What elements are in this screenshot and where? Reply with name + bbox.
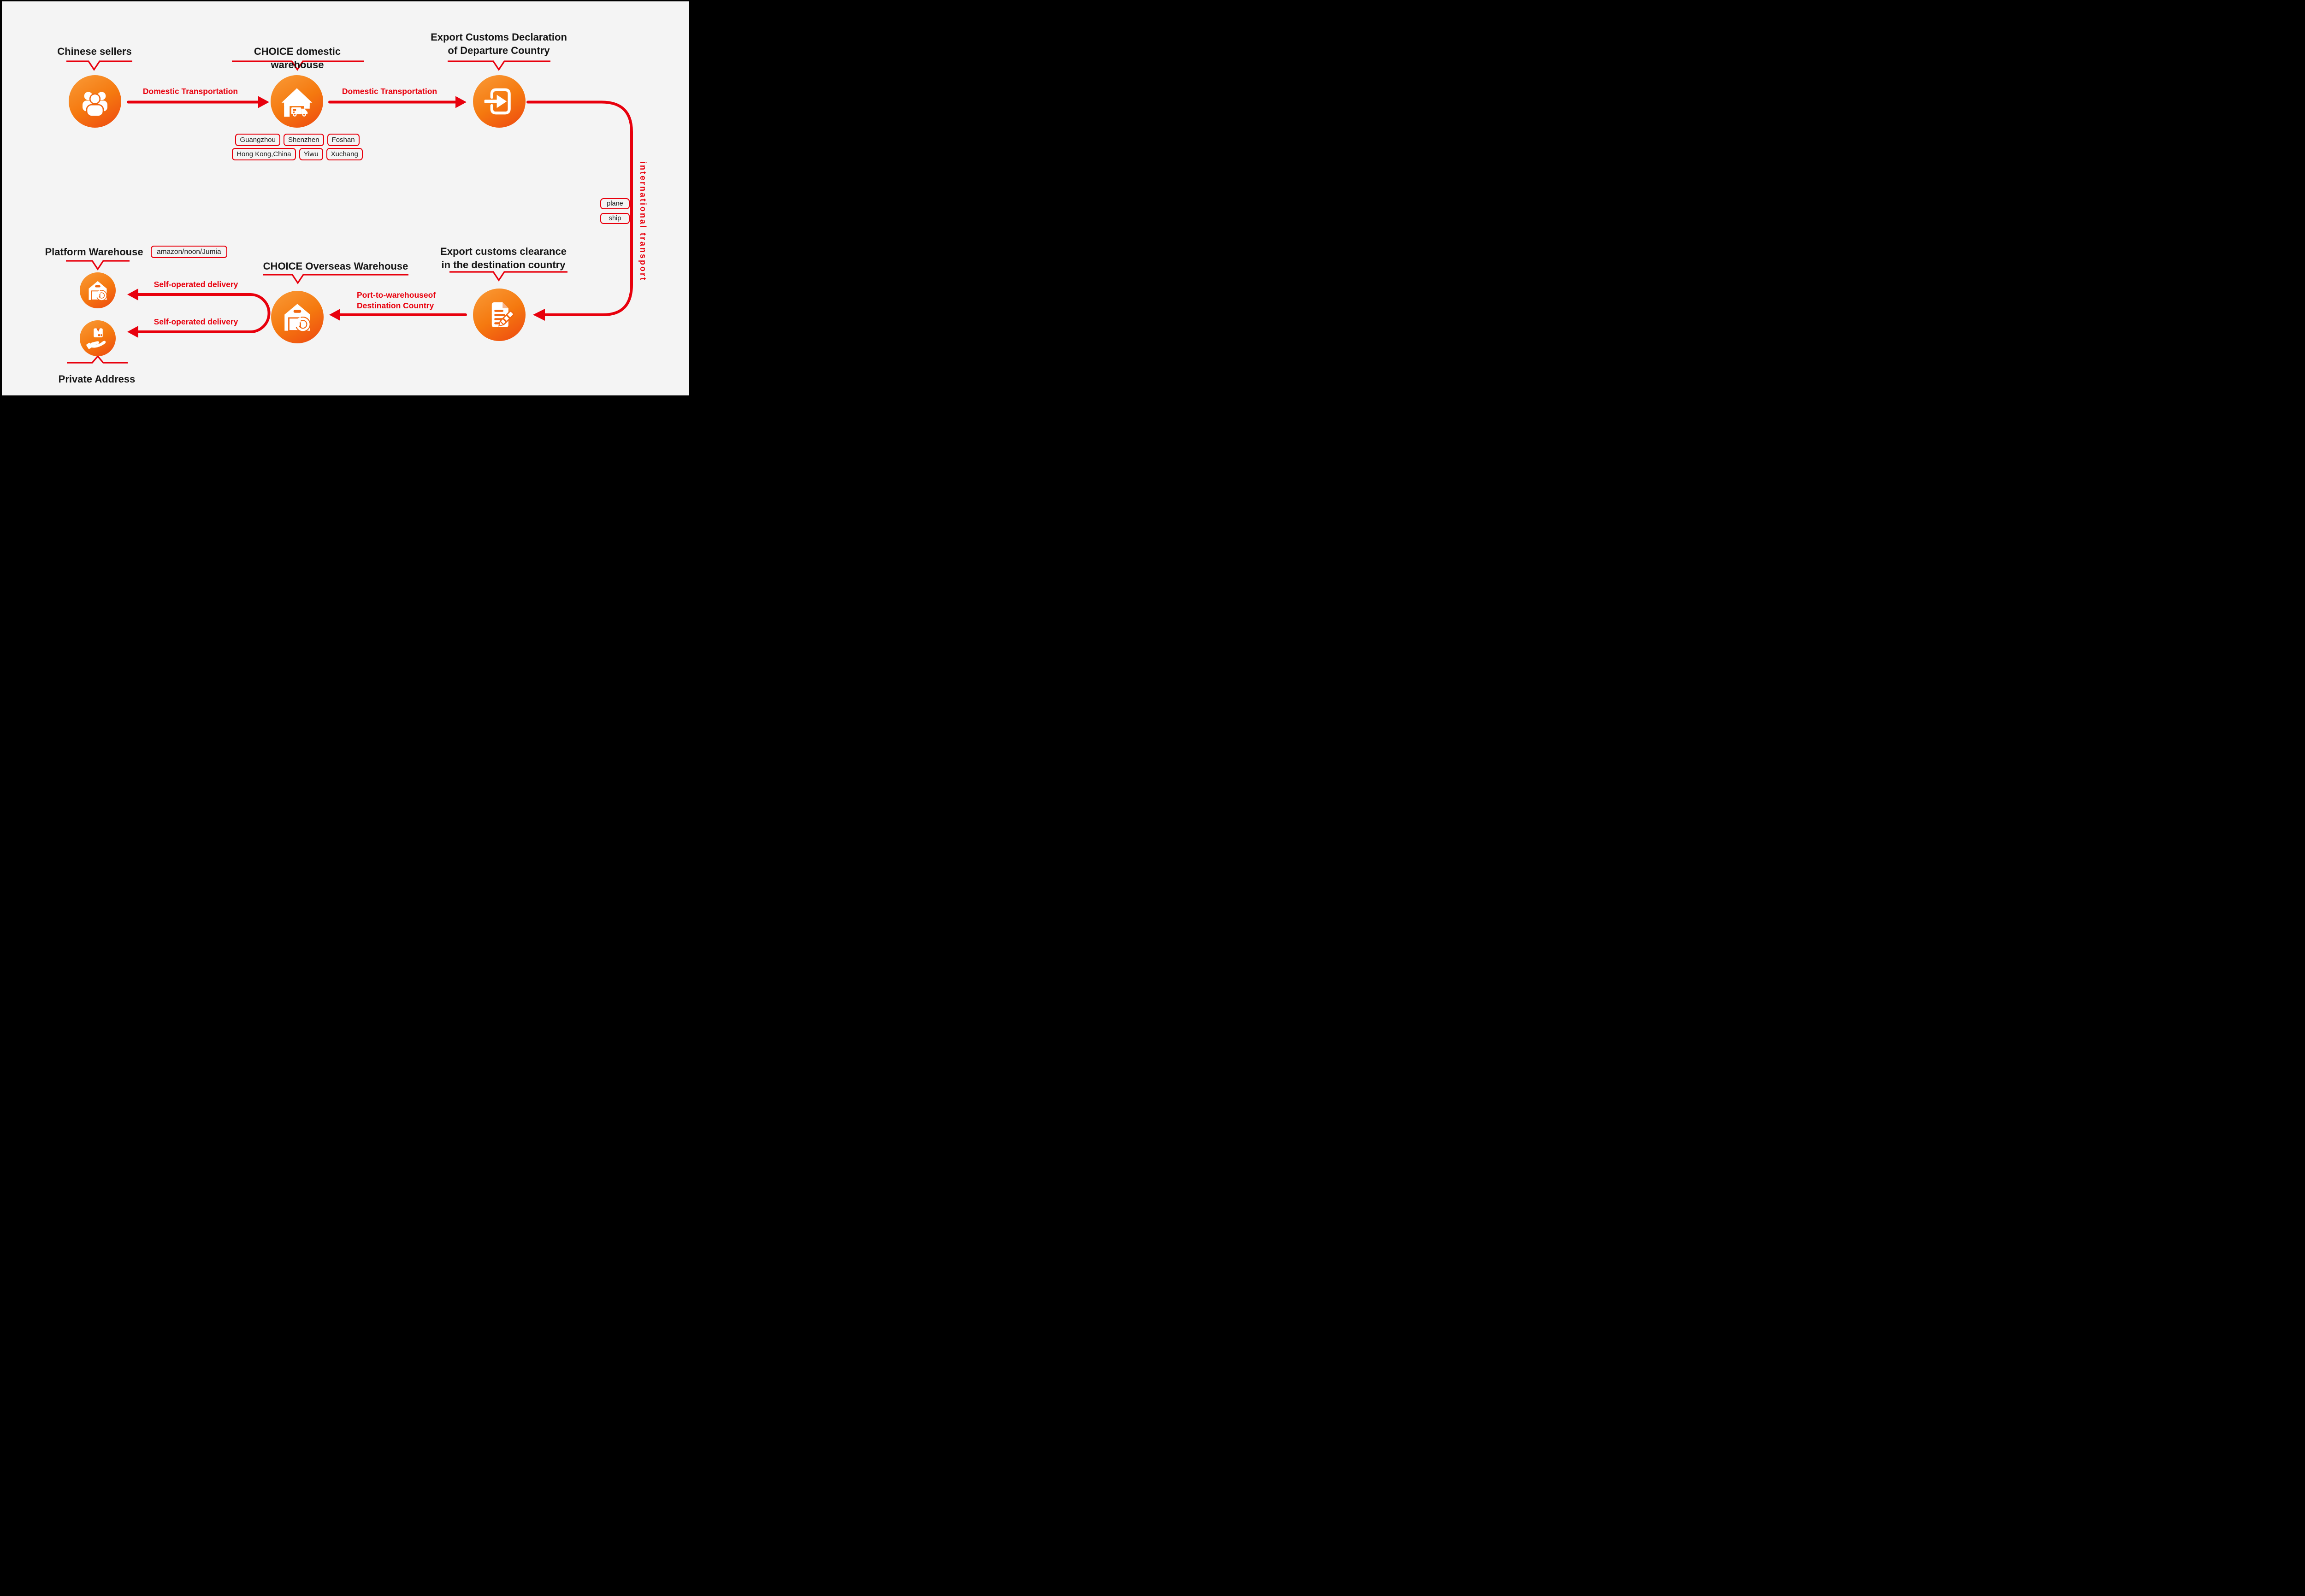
node-platform-warehouse [80, 272, 116, 308]
label-self-operated-delivery-1: Self-operated delivery [154, 280, 238, 289]
city-tag-yiwu: Yiwu [299, 148, 323, 160]
city-tag-guangzhou: Guangzhou [235, 134, 280, 146]
title-pointer-platform-warehouse [66, 260, 130, 271]
city-tag-shenzhen: Shenzhen [283, 134, 324, 146]
pencil-glyph [498, 310, 514, 327]
overseas-warehouse-icon [284, 304, 311, 332]
arrowhead-into-clearance [533, 309, 545, 321]
label-port-to-warehouse-line1: Port-to-warehouseof [357, 290, 436, 300]
arrowhead-domestic-2 [455, 96, 467, 108]
hand-delivery-icon [86, 328, 106, 349]
node-export-declaration [473, 75, 526, 128]
title-pointer-customs-clearance [449, 271, 567, 282]
title-customs-clearance: Export customs clearance in the destinat… [434, 245, 573, 271]
arrow-line-international [526, 100, 633, 316]
platform-brands-tag: amazon/noon/Jumia [151, 246, 227, 258]
title-platform-warehouse: Platform Warehouse [45, 246, 143, 258]
title-customs-clearance-line2: in the destination country [441, 259, 566, 271]
connectors-layer [66, 60, 633, 364]
title-customs-clearance-line1: Export customs clearance [440, 246, 567, 257]
warehouse-truck-icon [281, 88, 313, 117]
city-tag-foshan: Foshan [327, 134, 360, 146]
label-self-operated-delivery-2: Self-operated delivery [154, 317, 238, 326]
node-overseas-warehouse [271, 291, 324, 343]
title-private-address: Private Address [58, 373, 136, 385]
city-tag-hongkong: Hong Kong,China [232, 148, 296, 160]
title-pointer-chinese-sellers [66, 60, 132, 71]
label-port-to-warehouse-line2: Destination Country [357, 300, 434, 310]
title-export-declaration-line1: Export Customs Declaration [431, 31, 567, 43]
city-tag-xuchang: Xuchang [326, 148, 363, 160]
label-international-transport: international transport [638, 161, 648, 282]
transport-mode-tag-plane: plane [600, 198, 630, 209]
label-domestic-transportation-2: Domestic Transportation [342, 87, 437, 96]
people-icon [83, 92, 107, 117]
infographic-frame: Chinese sellers CHOICE domestic warehous… [0, 0, 692, 399]
label-domestic-transportation-1: Domestic Transportation [142, 87, 238, 96]
city-tags-row-1: Guangzhou Shenzhen Foshan [205, 134, 390, 146]
customs-document-icon [491, 302, 514, 327]
label-port-to-warehouse: Port-to-warehouseof Destination Country [357, 290, 463, 311]
node-customs-clearance [473, 289, 526, 341]
arrowhead-port-to-warehouse [329, 309, 340, 321]
city-tags-row-2: Hong Kong,China Yiwu Xuchang [205, 148, 390, 160]
transport-mode-tag-ship: ship [600, 213, 630, 224]
platform-warehouse-icon [89, 281, 107, 301]
export-exit-icon [484, 88, 511, 115]
arrowhead-self-operated-2 [127, 326, 138, 338]
title-overseas-warehouse: CHOICE Overseas Warehouse [263, 260, 408, 272]
title-pointer-overseas-warehouse [263, 274, 408, 284]
node-chinese-sellers [69, 75, 121, 128]
title-export-declaration: Export Customs Declaration of Departure … [430, 30, 568, 57]
diagram-background [2, 1, 689, 395]
node-private-address [80, 320, 116, 356]
title-chinese-sellers: Chinese sellers [57, 46, 132, 57]
title-domestic-warehouse: CHOICE domestic warehouse [254, 46, 341, 71]
title-pointer-private-address [67, 355, 128, 364]
title-export-declaration-line2: of Departure Country [448, 45, 550, 56]
title-pointer-export-declaration [448, 60, 550, 71]
arrowhead-self-operated-1 [127, 289, 138, 300]
split-bracket [249, 293, 271, 333]
title-pointer-domestic-warehouse [232, 60, 364, 71]
arrowhead-domestic-1 [258, 96, 269, 108]
node-domestic-warehouse [271, 75, 323, 128]
